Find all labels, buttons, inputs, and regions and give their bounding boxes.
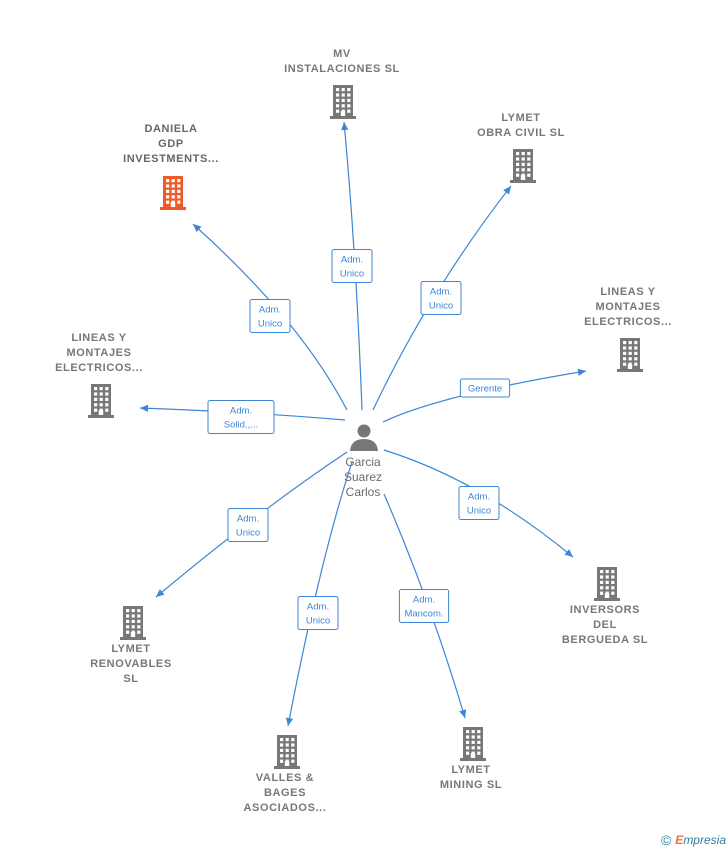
node-label: DANIELA (144, 123, 197, 135)
node-label: INVERSORS (570, 604, 640, 616)
node-label: ELECTRICOS... (55, 362, 143, 374)
node-label: BAGES (264, 787, 306, 799)
node-label: LINEAS Y (600, 286, 655, 298)
node-lymet-mining[interactable]: LYMET MINING SL (440, 727, 502, 791)
arrow-head-inversors (564, 549, 573, 557)
node-label: OBRA CIVIL SL (477, 127, 565, 139)
edge-label-lymet-renov[interactable]: Adm. Unico (227, 508, 269, 542)
center-name-line: Carlos (346, 485, 381, 499)
node-mv[interactable]: MV INSTALACIONES SL (284, 48, 400, 119)
node-daniela[interactable]: DANIELA GDP INVESTMENTS... (123, 123, 219, 210)
arrow-head-daniela (193, 224, 202, 233)
edge-label-text: Unico (306, 616, 330, 627)
edge-label-lymet-mining[interactable]: Adm. Mancom. (398, 589, 450, 623)
building-icon[interactable] (274, 735, 300, 769)
edge-label-box (398, 589, 450, 623)
arrow-head-lymet-mining (459, 709, 467, 718)
edge-label-daniela[interactable]: Adm. Unico (249, 299, 291, 333)
center-name-line: Garcia (345, 455, 381, 469)
node-label: INVESTMENTS... (123, 153, 219, 165)
edge-label-box (227, 508, 269, 542)
edge-label-lymet-obra[interactable]: Adm. Unico (420, 281, 462, 315)
edge-label-text: Solid.,... (224, 420, 258, 431)
node-label: LYMET (501, 112, 540, 124)
edge-label-box (297, 596, 339, 630)
arrow-head-lymet-renov (156, 589, 165, 597)
edge-label-mv[interactable]: Adm. Unico (331, 249, 373, 283)
node-label: VALLES & (256, 772, 314, 784)
building-icon[interactable] (88, 384, 114, 418)
node-label: ELECTRICOS... (584, 316, 672, 328)
edge-label-text: Adm. (230, 406, 252, 417)
node-label: ASOCIADOS... (244, 802, 327, 814)
node-inversors[interactable]: INVERSORS DEL BERGUEDA SL (562, 567, 648, 646)
brand-logo[interactable]: Empresia (675, 833, 726, 847)
node-label: SL (123, 673, 138, 685)
edge-label-box (459, 378, 511, 398)
edge-label-text: Unico (340, 269, 364, 280)
edge-label-box (420, 281, 462, 315)
arrow-head-lineas-left (140, 404, 149, 412)
node-label: LYMET (451, 764, 490, 776)
edges-layer (139, 121, 587, 727)
node-label: BERGUEDA SL (562, 634, 648, 646)
edge-label-box (331, 249, 373, 283)
building-icon[interactable] (617, 338, 643, 372)
node-lineas-right[interactable]: LINEAS Y MONTAJES ELECTRICOS... (584, 286, 672, 372)
node-label: MONTAJES (66, 347, 131, 359)
building-icon[interactable] (510, 149, 536, 183)
node-label: RENOVABLES (90, 658, 172, 670)
node-label: INSTALACIONES SL (284, 63, 400, 75)
edge-label-text: Unico (236, 528, 260, 539)
edge-label-lineas-right[interactable]: Gerente (459, 378, 511, 398)
person-icon[interactable] (350, 424, 378, 452)
center-name-line: Suarez (344, 470, 382, 484)
node-label: MV (333, 48, 351, 60)
nodes-layer: MV INSTALACIONES SL LYMET OBRA CIVIL SL DANI… (55, 48, 672, 814)
edge-label-text: Adm. (468, 492, 490, 503)
edge-label-text: Adm. (341, 255, 363, 266)
edge-label-text: Gerente (468, 384, 502, 395)
edge-labels-layer: Adm.UnicoAdm.UnicoAdm.UnicoGerenteAdm.So… (207, 249, 511, 630)
node-label: LINEAS Y (71, 332, 126, 344)
copyright-icon: © (660, 832, 672, 848)
node-valles[interactable]: VALLES & BAGES ASOCIADOS... (244, 735, 327, 814)
edge-label-box (458, 486, 500, 520)
edge-valles (287, 461, 353, 727)
edge-label-text: Adm. (430, 287, 452, 298)
arrow-head-mv (341, 122, 349, 131)
node-lymet-renov[interactable]: LYMET RENOVABLES SL (90, 606, 172, 685)
edge-label-text: Adm. (413, 595, 435, 606)
edge-label-valles[interactable]: Adm. Unico (297, 596, 339, 630)
node-label: LYMET (111, 643, 150, 655)
building-icon[interactable] (120, 606, 146, 640)
arrow-head-valles (285, 717, 294, 726)
edge-label-text: Mancom. (404, 609, 443, 620)
node-label: MONTAJES (595, 301, 660, 313)
node-label: MINING SL (440, 779, 502, 791)
edge-label-text: Unico (258, 319, 282, 330)
node-label: DEL (593, 619, 617, 631)
edge-label-box (207, 400, 275, 434)
edge-label-text: Unico (467, 506, 491, 517)
edge-label-text: Adm. (237, 514, 259, 525)
edge-label-lineas-left[interactable]: Adm. Solid.,... (207, 400, 275, 434)
node-lineas-left[interactable]: LINEAS Y MONTAJES ELECTRICOS... (55, 332, 143, 418)
node-label: GDP (158, 138, 184, 150)
footer-brand: © Empresia (661, 832, 726, 848)
edge-label-text: Unico (429, 301, 453, 312)
edge-label-text: Adm. (307, 602, 329, 613)
edge-label-text: Adm. (259, 305, 281, 316)
arrow-head-lymet-obra (503, 186, 511, 195)
arrow-head-lineas-right (577, 368, 586, 376)
edge-label-box (249, 299, 291, 333)
building-icon[interactable] (594, 567, 620, 601)
building-icon[interactable] (160, 176, 186, 210)
node-lymet-obra[interactable]: LYMET OBRA CIVIL SL (477, 112, 565, 183)
building-icon[interactable] (460, 727, 486, 761)
edge-label-inversors[interactable]: Adm. Unico (458, 486, 500, 520)
building-icon[interactable] (330, 85, 356, 119)
